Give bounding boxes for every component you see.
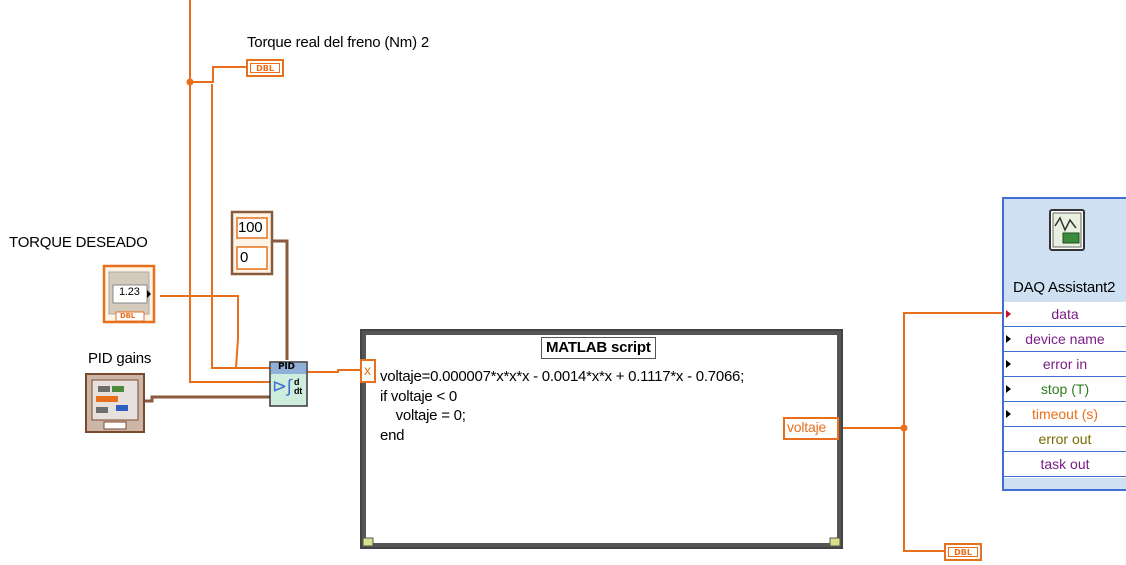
daq-terminal-label: error out bbox=[1038, 431, 1092, 447]
daq-terminal-data[interactable]: data bbox=[1004, 303, 1126, 327]
daq-terminal-label: device name bbox=[1025, 331, 1105, 347]
indicator-torque-real-tag: DBL bbox=[250, 63, 280, 73]
daq-assistant-block[interactable] bbox=[1002, 197, 1126, 491]
daq-terminal-arrow bbox=[1006, 360, 1011, 368]
wire-pid-gains[interactable] bbox=[144, 395, 272, 403]
daq-terminal-arrow bbox=[1006, 385, 1011, 393]
pid-block-title: PID bbox=[278, 362, 295, 372]
label-torque-real: Torque real del freno (Nm) 2 bbox=[247, 34, 429, 51]
daq-terminal-label: data bbox=[1051, 306, 1079, 322]
matlab-output-terminal[interactable] bbox=[783, 417, 839, 440]
wire-pid-output[interactable] bbox=[307, 369, 362, 373]
matlab-input-terminal[interactable] bbox=[360, 359, 376, 383]
range-low-value: 0 bbox=[240, 249, 249, 266]
matlab-script-node[interactable] bbox=[360, 329, 843, 549]
daq-terminal-device-name[interactable]: device name bbox=[1004, 328, 1126, 352]
indicator-voltaje-output[interactable]: DBL bbox=[944, 543, 982, 561]
wire-junction-top bbox=[186, 78, 194, 86]
daq-assistant-title: DAQ Assistant2 bbox=[1013, 279, 1116, 296]
daq-terminal-label: stop (T) bbox=[1040, 381, 1090, 397]
wire-junction-voltaje bbox=[900, 424, 908, 432]
pid-gains-control[interactable] bbox=[85, 373, 145, 433]
numeric-control-tag: DBL bbox=[120, 312, 136, 320]
label-pid-gains: PID gains bbox=[88, 350, 152, 367]
daq-terminal-label: error in bbox=[1042, 356, 1088, 372]
matlab-input-var: x bbox=[364, 362, 371, 378]
daq-terminal-stop-t[interactable]: stop (T) bbox=[1004, 378, 1126, 402]
range-high-value: 100 bbox=[238, 219, 263, 236]
indicator-voltaje-tag: DBL bbox=[948, 547, 978, 557]
pid-vi-block[interactable] bbox=[269, 361, 308, 407]
daq-terminal-label: timeout (s) bbox=[1031, 406, 1099, 422]
wire-torque-deseado[interactable] bbox=[160, 84, 270, 369]
daq-terminal-error-out[interactable]: error out bbox=[1004, 428, 1126, 452]
daq-terminal-error-in[interactable]: error in bbox=[1004, 353, 1126, 377]
daq-terminal-arrow bbox=[1006, 310, 1011, 318]
matlab-script-code[interactable]: voltaje=0.000007*x*x*x - 0.0014*x*x + 0.… bbox=[380, 368, 745, 444]
wire-torque-real[interactable] bbox=[189, 0, 270, 383]
daq-terminal-timeout-s[interactable]: timeout (s) bbox=[1004, 403, 1126, 427]
indicator-torque-real[interactable]: DBL bbox=[246, 59, 284, 77]
torque-deseado-control[interactable] bbox=[102, 264, 156, 324]
daq-terminal-task-out[interactable]: task out bbox=[1004, 453, 1126, 477]
numeric-control-value: 1.23 bbox=[119, 286, 140, 298]
matlab-script-title: MATLAB script bbox=[541, 337, 656, 359]
wire-output-range[interactable] bbox=[272, 239, 289, 360]
matlab-output-var: voltaje bbox=[787, 419, 827, 435]
daq-terminal-label: task out bbox=[1040, 456, 1090, 472]
pid-integral-icon: ⊳∫ bbox=[272, 376, 292, 396]
wire-voltaje[interactable] bbox=[838, 312, 1004, 552]
daq-terminal-arrow bbox=[1006, 410, 1011, 418]
daq-terminal-arrow bbox=[1006, 335, 1011, 343]
output-range-constant[interactable] bbox=[230, 210, 274, 276]
label-torque-deseado: TORQUE DESEADO bbox=[9, 234, 148, 251]
